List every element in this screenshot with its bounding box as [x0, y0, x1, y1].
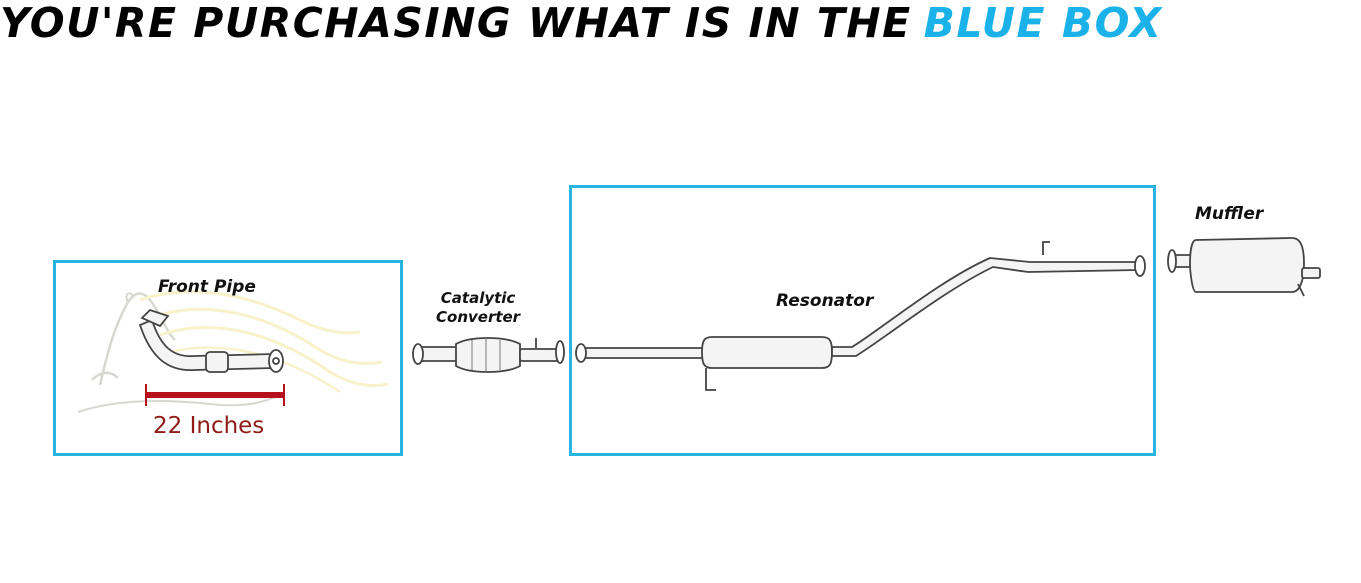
muffler-illustration	[1167, 237, 1321, 297]
headline-main: YOU'RE PURCHASING WHAT IS IN THE	[0, 0, 912, 47]
resonator-illustration	[575, 241, 1146, 391]
headline-blue-box: BLUE BOX	[923, 0, 1163, 47]
catalytic-label-line1: Catalytic	[440, 289, 516, 307]
catalytic-label-line2: Converter	[436, 308, 521, 326]
catalytic-converter-label: Catalytic Converter	[436, 289, 520, 327]
resonator-blue-box	[569, 185, 1156, 456]
front-pipe-label: Front Pipe	[158, 277, 256, 297]
catalytic-converter-illustration	[412, 337, 565, 373]
horse-head-logo	[77, 290, 389, 413]
resonator-label: Resonator	[776, 291, 874, 311]
measurement-bar	[145, 384, 285, 406]
muffler-label: Muffler	[1195, 204, 1264, 224]
front-pipe-illustration	[138, 308, 284, 373]
front-pipe-box	[53, 260, 403, 456]
measurement-label: 22 Inches	[153, 413, 265, 439]
